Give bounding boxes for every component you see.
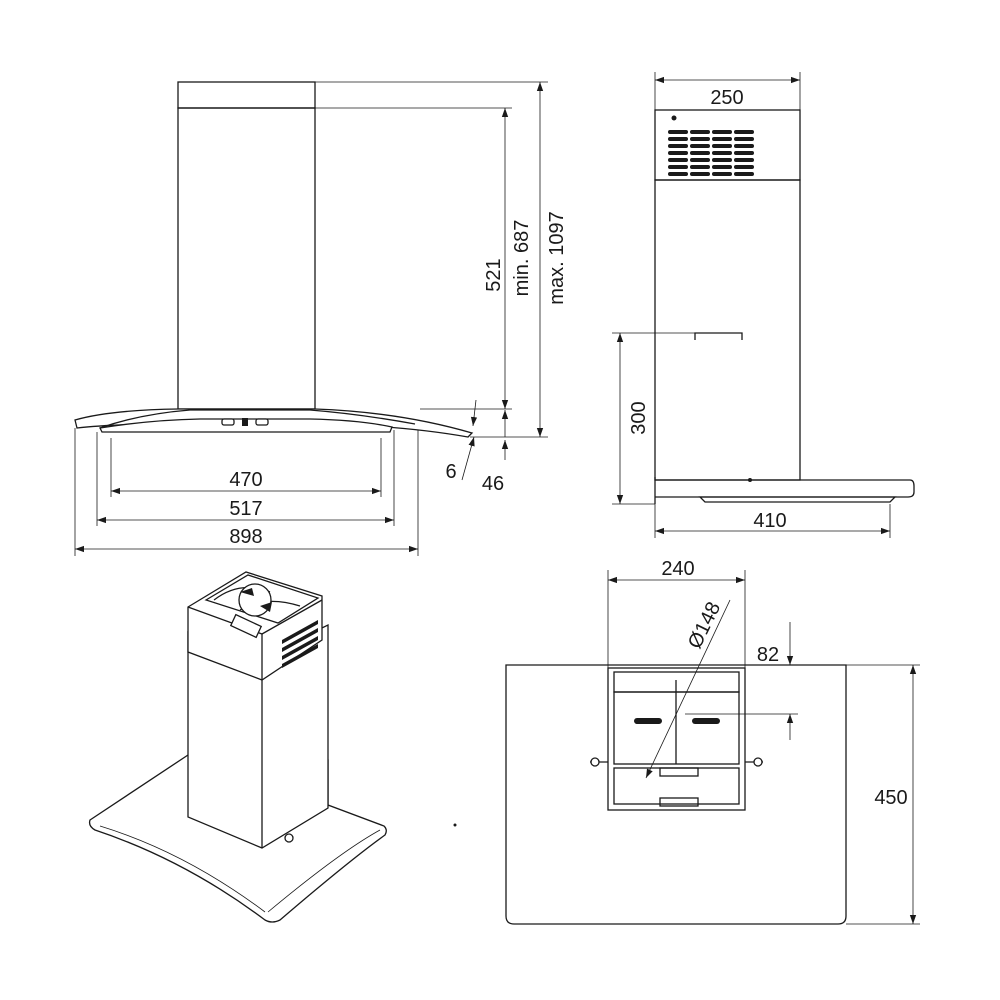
isometric-view xyxy=(88,571,457,923)
iso-vent-slots-icon xyxy=(282,620,318,668)
wall-bracket xyxy=(694,332,743,340)
dim-label-46: 46 xyxy=(482,473,504,495)
dim-label-diameter-148: Ø148 xyxy=(684,599,725,653)
dim-label-300: 300 xyxy=(628,401,650,434)
dim-label-450: 450 xyxy=(874,787,907,809)
control-button-left xyxy=(221,418,235,426)
dim-label-517: 517 xyxy=(229,498,262,520)
control-button-center xyxy=(242,418,248,426)
canopy-inner-edge xyxy=(99,409,416,429)
top-view: 240 Ø148 82 450 xyxy=(505,558,920,925)
dim-label-521: 521 xyxy=(483,258,505,291)
chimney-top-section xyxy=(177,81,316,109)
control-button-right xyxy=(255,418,269,426)
top-view-outline xyxy=(505,664,847,925)
side-view: 250 300 410 xyxy=(612,72,915,538)
dim-line-diameter-148 xyxy=(645,599,731,779)
dim-label-min-687: min. 687 xyxy=(511,220,533,297)
chimney-body xyxy=(177,107,316,410)
dim-line-6 xyxy=(461,436,475,481)
front-view: 470 517 898 521 min. 687 max. 1097 46 6 xyxy=(74,81,568,556)
dim-label-max-1097: max. 1097 xyxy=(546,211,568,304)
dim-label-82: 82 xyxy=(757,644,779,666)
dim-label-250: 250 xyxy=(710,87,743,109)
dim-label-410: 410 xyxy=(753,510,786,532)
dim-label-470: 470 xyxy=(229,469,262,491)
dim-label-240: 240 xyxy=(661,558,694,580)
side-chimney-body xyxy=(654,179,801,481)
dim-label-6: 6 xyxy=(445,461,456,483)
vent-slots-icon xyxy=(668,130,754,176)
side-hood-base xyxy=(655,479,915,498)
dim-label-898: 898 xyxy=(229,526,262,548)
